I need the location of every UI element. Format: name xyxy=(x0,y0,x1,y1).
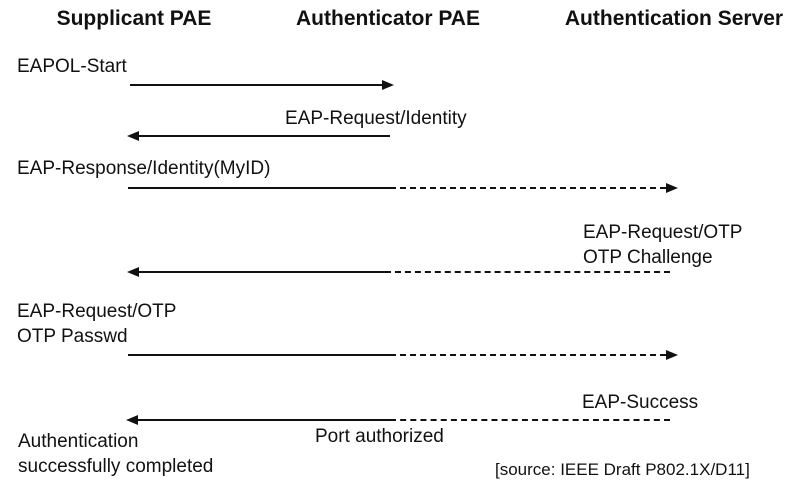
arrowhead-left-icon xyxy=(126,415,138,425)
arrow-line-solid xyxy=(130,84,384,86)
message-label-eap-request-identity: EAP-Request/Identity xyxy=(285,108,467,129)
annotation-authentication-completed-line1: Authentication xyxy=(18,431,139,452)
arrow-line-dashed xyxy=(385,271,670,273)
message-label-eap-response-identity: EAP-Response/Identity(MyID) xyxy=(17,158,271,179)
arrowhead-right-icon xyxy=(666,183,678,193)
arrowhead-left-icon xyxy=(127,267,139,277)
source-citation: [source: IEEE Draft P802.1X/D11] xyxy=(495,460,750,479)
annotation-authentication-completed-line2: successfully completed xyxy=(18,456,214,477)
message-label-eap-request-otp: EAP-Request/OTP xyxy=(17,301,177,322)
message-label-eap-request-otp: EAP-Request/OTP xyxy=(583,222,743,243)
message-label-otp-challenge: OTP Challenge xyxy=(583,247,713,268)
arrow-line-solid xyxy=(128,187,390,189)
message-label-eapol-start: EAPOL-Start xyxy=(17,56,127,77)
arrowhead-left-icon xyxy=(127,131,139,141)
arrow-line-dashed xyxy=(390,354,666,356)
arrowhead-right-icon xyxy=(666,350,678,360)
arrow-line-solid xyxy=(138,419,390,421)
arrow-line-solid xyxy=(139,271,385,273)
column-header-authentication-server: Authentication Server xyxy=(564,7,784,30)
message-label-otp-passwd: OTP Passwd xyxy=(17,326,128,347)
column-header-supplicant-pae: Supplicant PAE xyxy=(56,7,212,30)
annotation-port-authorized: Port authorized xyxy=(315,426,444,447)
arrow-line-solid xyxy=(128,354,390,356)
column-header-authenticator-pae: Authenticator PAE xyxy=(296,7,480,30)
arrow-line-solid xyxy=(139,135,390,137)
arrow-line-dashed xyxy=(390,187,666,189)
arrow-line-dashed xyxy=(390,419,670,421)
message-label-eap-success: EAP-Success xyxy=(582,392,699,413)
arrowhead-right-icon xyxy=(382,80,394,90)
